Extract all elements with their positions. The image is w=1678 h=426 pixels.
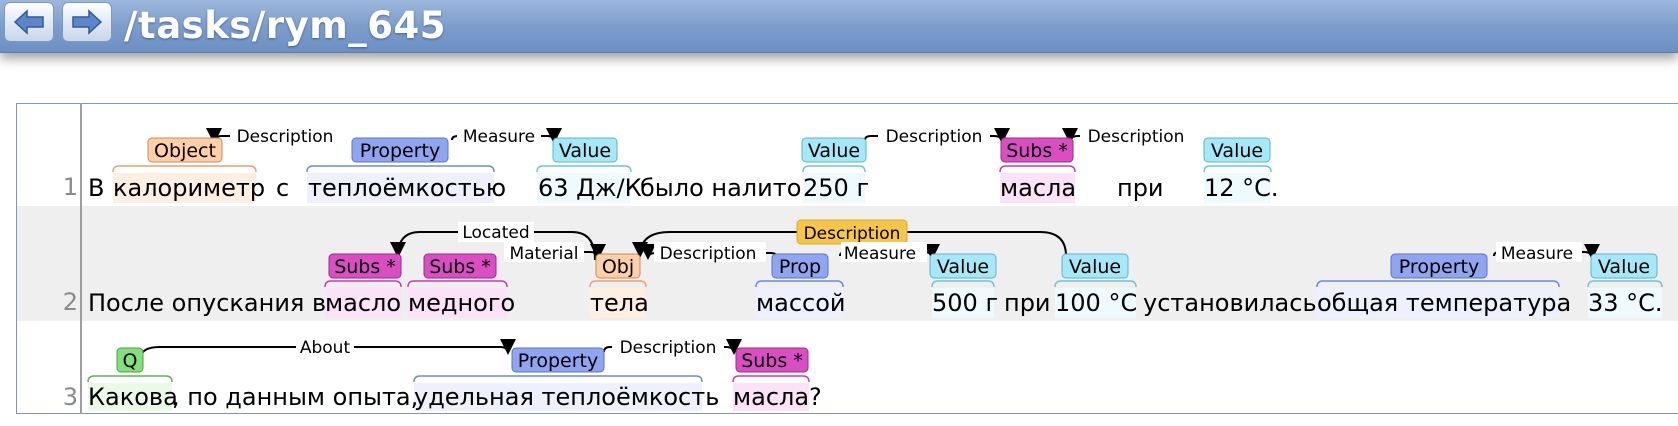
sentence-token: масла <box>1000 174 1076 202</box>
entity-label-subs[interactable]: Subs * <box>429 256 491 278</box>
sentence-token: масла <box>733 383 809 411</box>
sentence-token: , по данным опыта, <box>172 383 418 411</box>
sentence-token: с <box>276 174 289 202</box>
sentence-token: 63 Дж/К <box>538 174 642 202</box>
sentence-token: масло <box>325 289 401 317</box>
sentence-token: 100 °C <box>1055 289 1137 317</box>
entity-label-subs[interactable]: Subs * <box>741 350 803 372</box>
line-number-2: 2 <box>62 288 78 316</box>
sentence-token: Какова <box>88 383 178 411</box>
line-number-3: 3 <box>62 383 78 411</box>
sentence-token: тела <box>590 289 649 317</box>
entity-label-value[interactable]: Value <box>1211 140 1263 162</box>
entity-label-object[interactable]: Obj <box>602 256 634 278</box>
relation-label[interactable]: Description <box>886 127 983 147</box>
entity-label-value[interactable]: Value <box>559 140 611 162</box>
sentence-token: 500 г <box>932 289 998 317</box>
sentence-token: теплоёмкостью <box>308 174 506 202</box>
annotation-document <box>16 103 1678 414</box>
relation-label[interactable]: Measure <box>463 127 535 147</box>
sentence-token: 33 °C. <box>1588 289 1663 317</box>
back-button[interactable] <box>4 2 54 42</box>
entity-label-subs[interactable]: Subs * <box>334 256 396 278</box>
relation-label[interactable]: Description <box>1088 127 1185 147</box>
entity-label-subs[interactable]: Subs * <box>1006 140 1068 162</box>
sentence-token: калориметр <box>113 174 265 202</box>
entity-label-property[interactable]: Property <box>360 140 440 162</box>
sentence-token: ? <box>809 383 822 411</box>
forward-button[interactable] <box>62 2 112 42</box>
relation-label[interactable]: Description <box>237 127 334 147</box>
relation-label[interactable]: About <box>300 338 351 358</box>
relation-label[interactable]: Material <box>509 244 578 264</box>
sentence-token: удельная теплоёмкость <box>414 383 719 411</box>
sentence-token: массой <box>756 289 845 317</box>
sentence-token: при <box>1004 289 1051 317</box>
arrow-left-icon <box>13 9 44 35</box>
sentence-token: было налито <box>640 174 801 202</box>
relation-label[interactable]: Located <box>462 223 529 243</box>
sentence-token: После опускания в <box>88 289 326 317</box>
entity-label-property[interactable]: Prop <box>779 256 821 278</box>
relation-label[interactable]: Measure <box>1501 244 1573 264</box>
document-path-title: /tasks/rym_645 <box>124 4 446 47</box>
title-bar: /tasks/rym_645 <box>0 0 1678 53</box>
relation-label-highlighted[interactable]: Description <box>804 224 901 244</box>
sentence-token: установилась <box>1143 289 1317 317</box>
line-number-gutter <box>80 103 82 414</box>
sentence-token: 250 г <box>803 174 869 202</box>
sentence-token: 12 °C. <box>1204 174 1279 202</box>
sentence-token: при <box>1117 174 1164 202</box>
sentence-token: В <box>88 174 104 202</box>
entity-label-object[interactable]: Object <box>154 140 216 162</box>
entity-label-property[interactable]: Property <box>518 350 598 372</box>
sentence-token: общая температура <box>1317 289 1571 317</box>
arrow-right-icon <box>72 9 103 35</box>
entity-label-property[interactable]: Property <box>1399 256 1479 278</box>
entity-label-question[interactable]: Q <box>123 350 138 372</box>
relation-label[interactable]: Description <box>620 338 717 358</box>
entity-label-value[interactable]: Value <box>1069 256 1121 278</box>
relation-label[interactable]: Measure <box>844 244 916 264</box>
relation-label[interactable]: Description <box>660 244 757 264</box>
entity-label-value[interactable]: Value <box>1598 256 1650 278</box>
sentence-token: медного <box>408 289 515 317</box>
line-number-1: 1 <box>62 173 78 201</box>
entity-label-value[interactable]: Value <box>808 140 860 162</box>
entity-label-value[interactable]: Value <box>937 256 989 278</box>
